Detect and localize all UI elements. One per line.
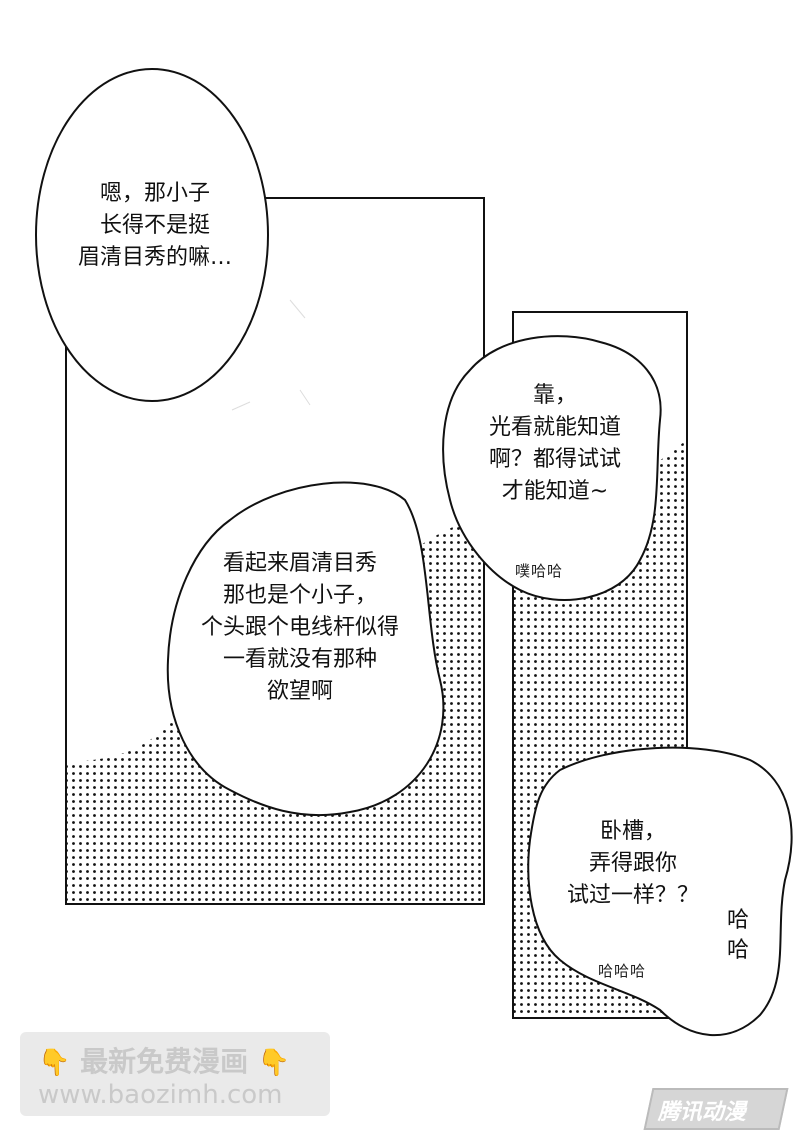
pointing-down-hand-icon: 👇 — [257, 1048, 291, 1078]
bubble-line: 靠， — [532, 383, 577, 408]
bubble-line: 一看就没有那种 — [222, 647, 377, 672]
side-sfx-char: 哈 — [726, 908, 749, 933]
watermark-title-row: 👇 最新免费漫画 👇 — [38, 1040, 290, 1080]
bubble-upper-right-text: 靠， 光看就能知道 啊？都得试试 才能知道~ — [455, 380, 655, 508]
watermark-url: www.baozimh.com — [38, 1080, 283, 1110]
bubble-center-text: 看起来眉清目秀 那也是个小子， 个头跟个电线杆似得 一看就没有那种 欲望啊 — [170, 548, 430, 708]
bubble-line: 嗯，那小子 — [99, 181, 210, 206]
bubble-upper-right-shape — [442, 335, 662, 601]
watermark-title: 最新免费漫画 — [80, 1045, 249, 1078]
bubble-line: 卧槽， — [599, 819, 666, 844]
bubble-line: 光看就能知道 — [488, 415, 621, 440]
bubble-line: 啊？都得试试 — [488, 447, 621, 472]
bubble-line: 个头跟个电线杆似得 — [200, 615, 399, 640]
bubble-line: 那也是个小子， — [222, 583, 377, 608]
bubble-lower-right-text: 卧槽， 弄得跟你 试过一样？？ — [548, 816, 718, 912]
bubble-lower-right-sfx: 哈哈哈 — [598, 962, 647, 980]
bubble-upper-right-sfx: 噗哈哈 — [515, 562, 564, 580]
bubble-line: 弄得跟你 — [588, 851, 677, 876]
bubble-top-left-text: 嗯，那小子 长得不是挺 眉清目秀的嘛… — [70, 178, 240, 274]
bubble-line: 才能知道~ — [501, 479, 609, 504]
bubble-line: 眉清目秀的嘛… — [77, 245, 232, 270]
watermark-banner: 👇 最新免费漫画 👇 www.baozimh.com — [20, 1032, 330, 1116]
side-sfx-char: 哈 — [726, 938, 749, 963]
bubble-center-shape — [166, 481, 445, 817]
publisher-logo-text: 腾讯动漫 — [657, 1100, 746, 1125]
bubble-top-left-shape — [35, 68, 269, 402]
bubble-lower-right-shape — [527, 746, 793, 1036]
bubble-line: 长得不是挺 — [99, 213, 210, 238]
bubble-line: 看起来眉清目秀 — [222, 551, 377, 576]
bubble-line: 欲望啊 — [266, 679, 333, 704]
bubble-lower-right-side-sfx: 哈 哈 — [723, 906, 753, 966]
bubble-line: 试过一样？？ — [566, 883, 699, 908]
pointing-down-hand-icon: 👇 — [38, 1048, 71, 1078]
publisher-logo: 腾讯动漫 — [643, 1088, 789, 1130]
